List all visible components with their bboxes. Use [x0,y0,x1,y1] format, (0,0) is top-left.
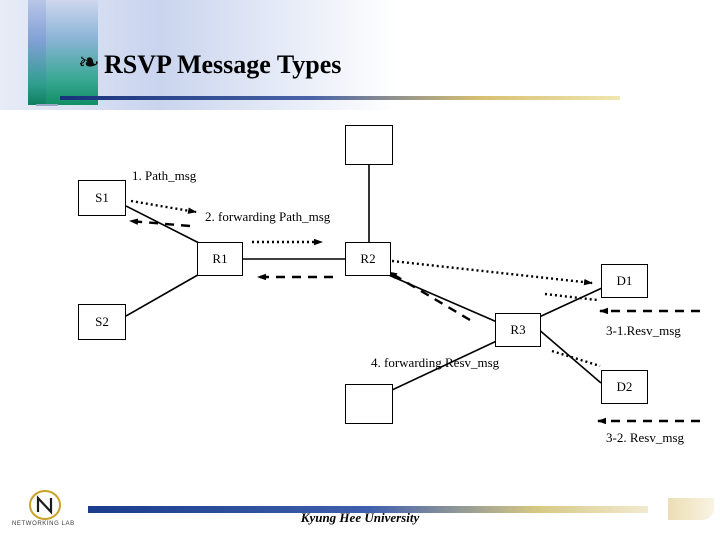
title-bullet-icon: ❧ [78,48,100,78]
page-title: RSVP Message Types [104,50,342,79]
header-gradient-block-inner [46,0,98,105]
node-d2[interactable]: D2 [601,370,648,404]
label-step-1: 1. Path_msg [132,168,197,183]
label-step-3-1: 3-1.Resv_msg [606,323,681,338]
node-s2[interactable]: S2 [78,304,126,340]
footer-divider [88,506,648,513]
footer-university: Kyung Hee University [300,510,420,525]
node-r2[interactable]: R2 [345,242,391,276]
node-top-box[interactable] [345,125,393,165]
label-step-3-2: 3-2. Resv_msg [606,430,684,445]
label-step-4: 4. forwarding Resv_msg [371,355,500,370]
node-r3[interactable]: R3 [495,313,541,347]
footer-corner-decoration [668,498,714,520]
networking-lab-logo-text: NETWORKING LAB [12,521,75,527]
label-step-2: 2. forwarding Path_msg [205,209,331,224]
node-s1[interactable]: S1 [78,180,126,216]
header-band [0,0,720,110]
node-d1[interactable]: D1 [601,264,648,298]
header-underline-stub [36,104,58,106]
node-bottom-box[interactable] [345,384,393,424]
header-underline [60,96,620,100]
node-r1[interactable]: R1 [197,242,243,276]
networking-lab-logo-icon [29,490,61,520]
